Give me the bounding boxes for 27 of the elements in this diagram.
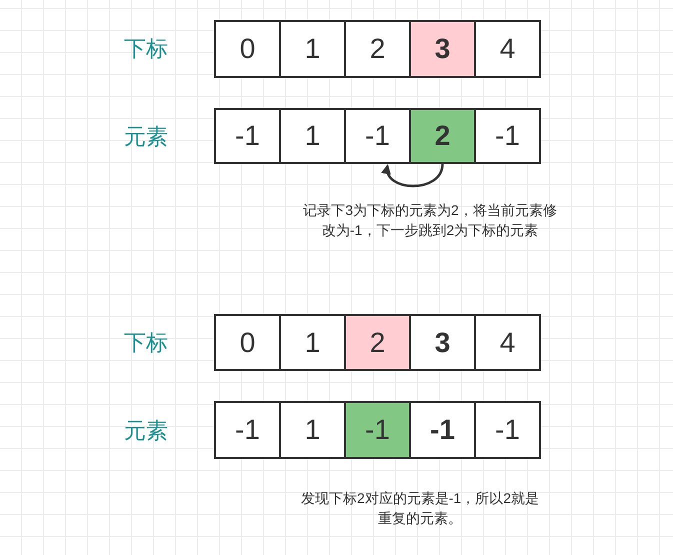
array-cell: 1 (279, 108, 346, 164)
array-cell: 4 (474, 314, 541, 371)
array-cell: 0 (214, 314, 281, 371)
array-cell: 2 (344, 314, 411, 371)
array-cell: 1 (279, 314, 346, 371)
array-cell: -1 (474, 108, 541, 164)
array-cell: -1 (214, 108, 281, 164)
curved-arrow (382, 164, 444, 188)
array-cell: 2 (344, 20, 411, 78)
array-cell: 4 (474, 20, 541, 78)
array-cell: 2 (409, 108, 476, 164)
array-cell: -1 (214, 401, 281, 459)
note-text: 发现下标2对应的元素是-1，所以2就是重复的元素。 (300, 489, 540, 528)
array-cell: 3 (409, 314, 476, 371)
row-label: 元素 (123, 417, 169, 445)
array-cell: -1 (344, 108, 411, 164)
array-cell: 1 (279, 20, 346, 78)
row-label: 元素 (123, 123, 169, 151)
row-label: 下标 (123, 35, 169, 63)
row-label: 下标 (123, 329, 169, 357)
array-cell: -1 (409, 401, 476, 459)
array-cell: 3 (409, 20, 476, 78)
note-text: 记录下3为下标的元素为2，将当前元素修改为-1，下一步跳到2为下标的元素 (302, 201, 558, 240)
array-cell: 0 (214, 20, 281, 78)
array-cell: -1 (474, 401, 541, 459)
array-cell: 1 (279, 401, 346, 459)
array-cell: -1 (344, 401, 411, 459)
